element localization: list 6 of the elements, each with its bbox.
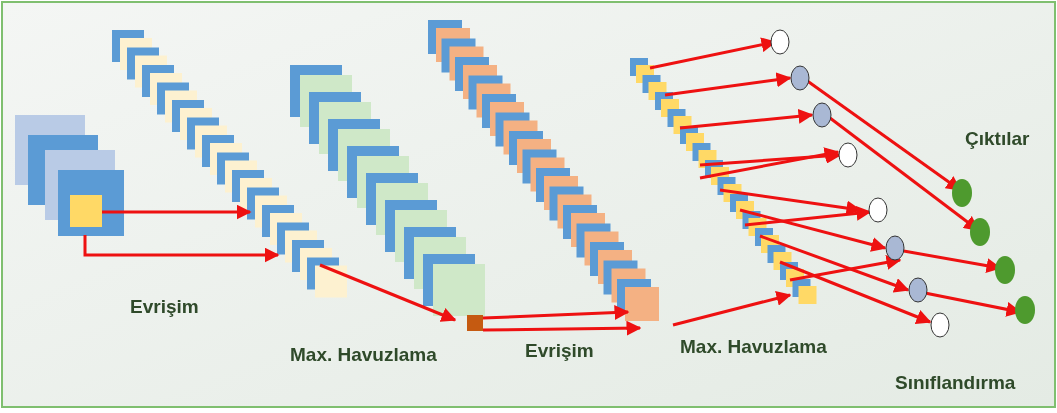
layer-label: Sınıflandırma: [895, 372, 1016, 394]
layer-label: Max. Havuzlama: [290, 344, 437, 366]
layer-label: Evrişim: [130, 296, 199, 318]
output-label: Çıktılar: [965, 128, 1030, 150]
layer-label: Max. Havuzlama: [680, 336, 827, 358]
layer-label: Evrişim: [525, 340, 594, 362]
